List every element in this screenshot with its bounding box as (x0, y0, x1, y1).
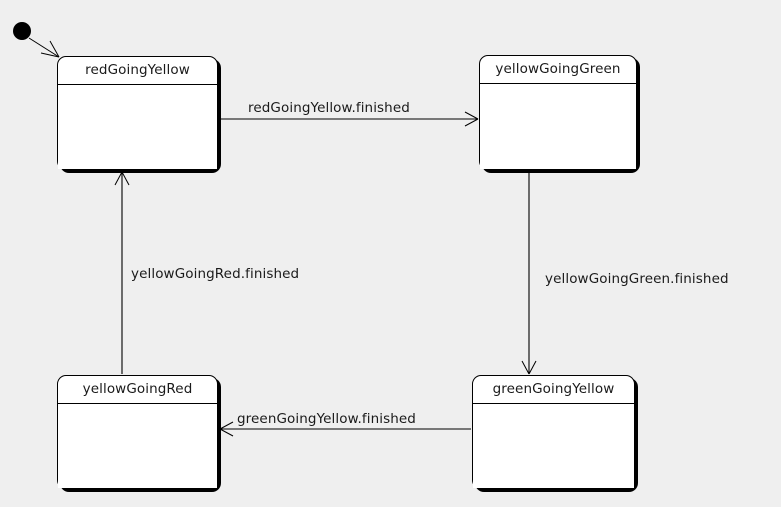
state-greenGoingYellow-title: greenGoingYellow (473, 376, 634, 404)
state-yellowGoingRed-title: yellowGoingRed (58, 376, 217, 404)
state-yellowGoingGreen-title: yellowGoingGreen (480, 56, 636, 84)
edge-label-redGoingYellow-finished: redGoingYellow.finished (248, 100, 410, 116)
edge-initial-to-redGoingYellow (28, 37, 60, 58)
edge-greenGoingYellow-to-yellowGoingRed (219, 421, 471, 437)
edge-label-yellowGoingGreen-finished: yellowGoingGreen.finished (545, 271, 729, 287)
state-redGoingYellow-body (58, 85, 217, 169)
edge-yellowGoingGreen-to-greenGoingYellow (521, 172, 537, 375)
edge-label-yellowGoingRed-finished: yellowGoingRed.finished (131, 266, 300, 282)
edge-redGoingYellow-to-yellowGoingGreen (219, 111, 479, 127)
state-yellowGoingRed[interactable]: yellowGoingRed (57, 375, 218, 489)
state-yellowGoingGreen-body (480, 84, 636, 169)
state-greenGoingYellow[interactable]: greenGoingYellow (472, 375, 635, 489)
state-yellowGoingRed-body (58, 404, 217, 488)
initial-state-node (13, 22, 31, 40)
state-greenGoingYellow-body (473, 404, 634, 488)
state-redGoingYellow-title: redGoingYellow (58, 57, 217, 85)
state-yellowGoingGreen[interactable]: yellowGoingGreen (479, 55, 637, 170)
edge-yellowGoingRed-to-redGoingYellow (114, 171, 130, 374)
edge-label-greenGoingYellow-finished: greenGoingYellow.finished (237, 411, 416, 427)
state-redGoingYellow[interactable]: redGoingYellow (57, 56, 218, 170)
